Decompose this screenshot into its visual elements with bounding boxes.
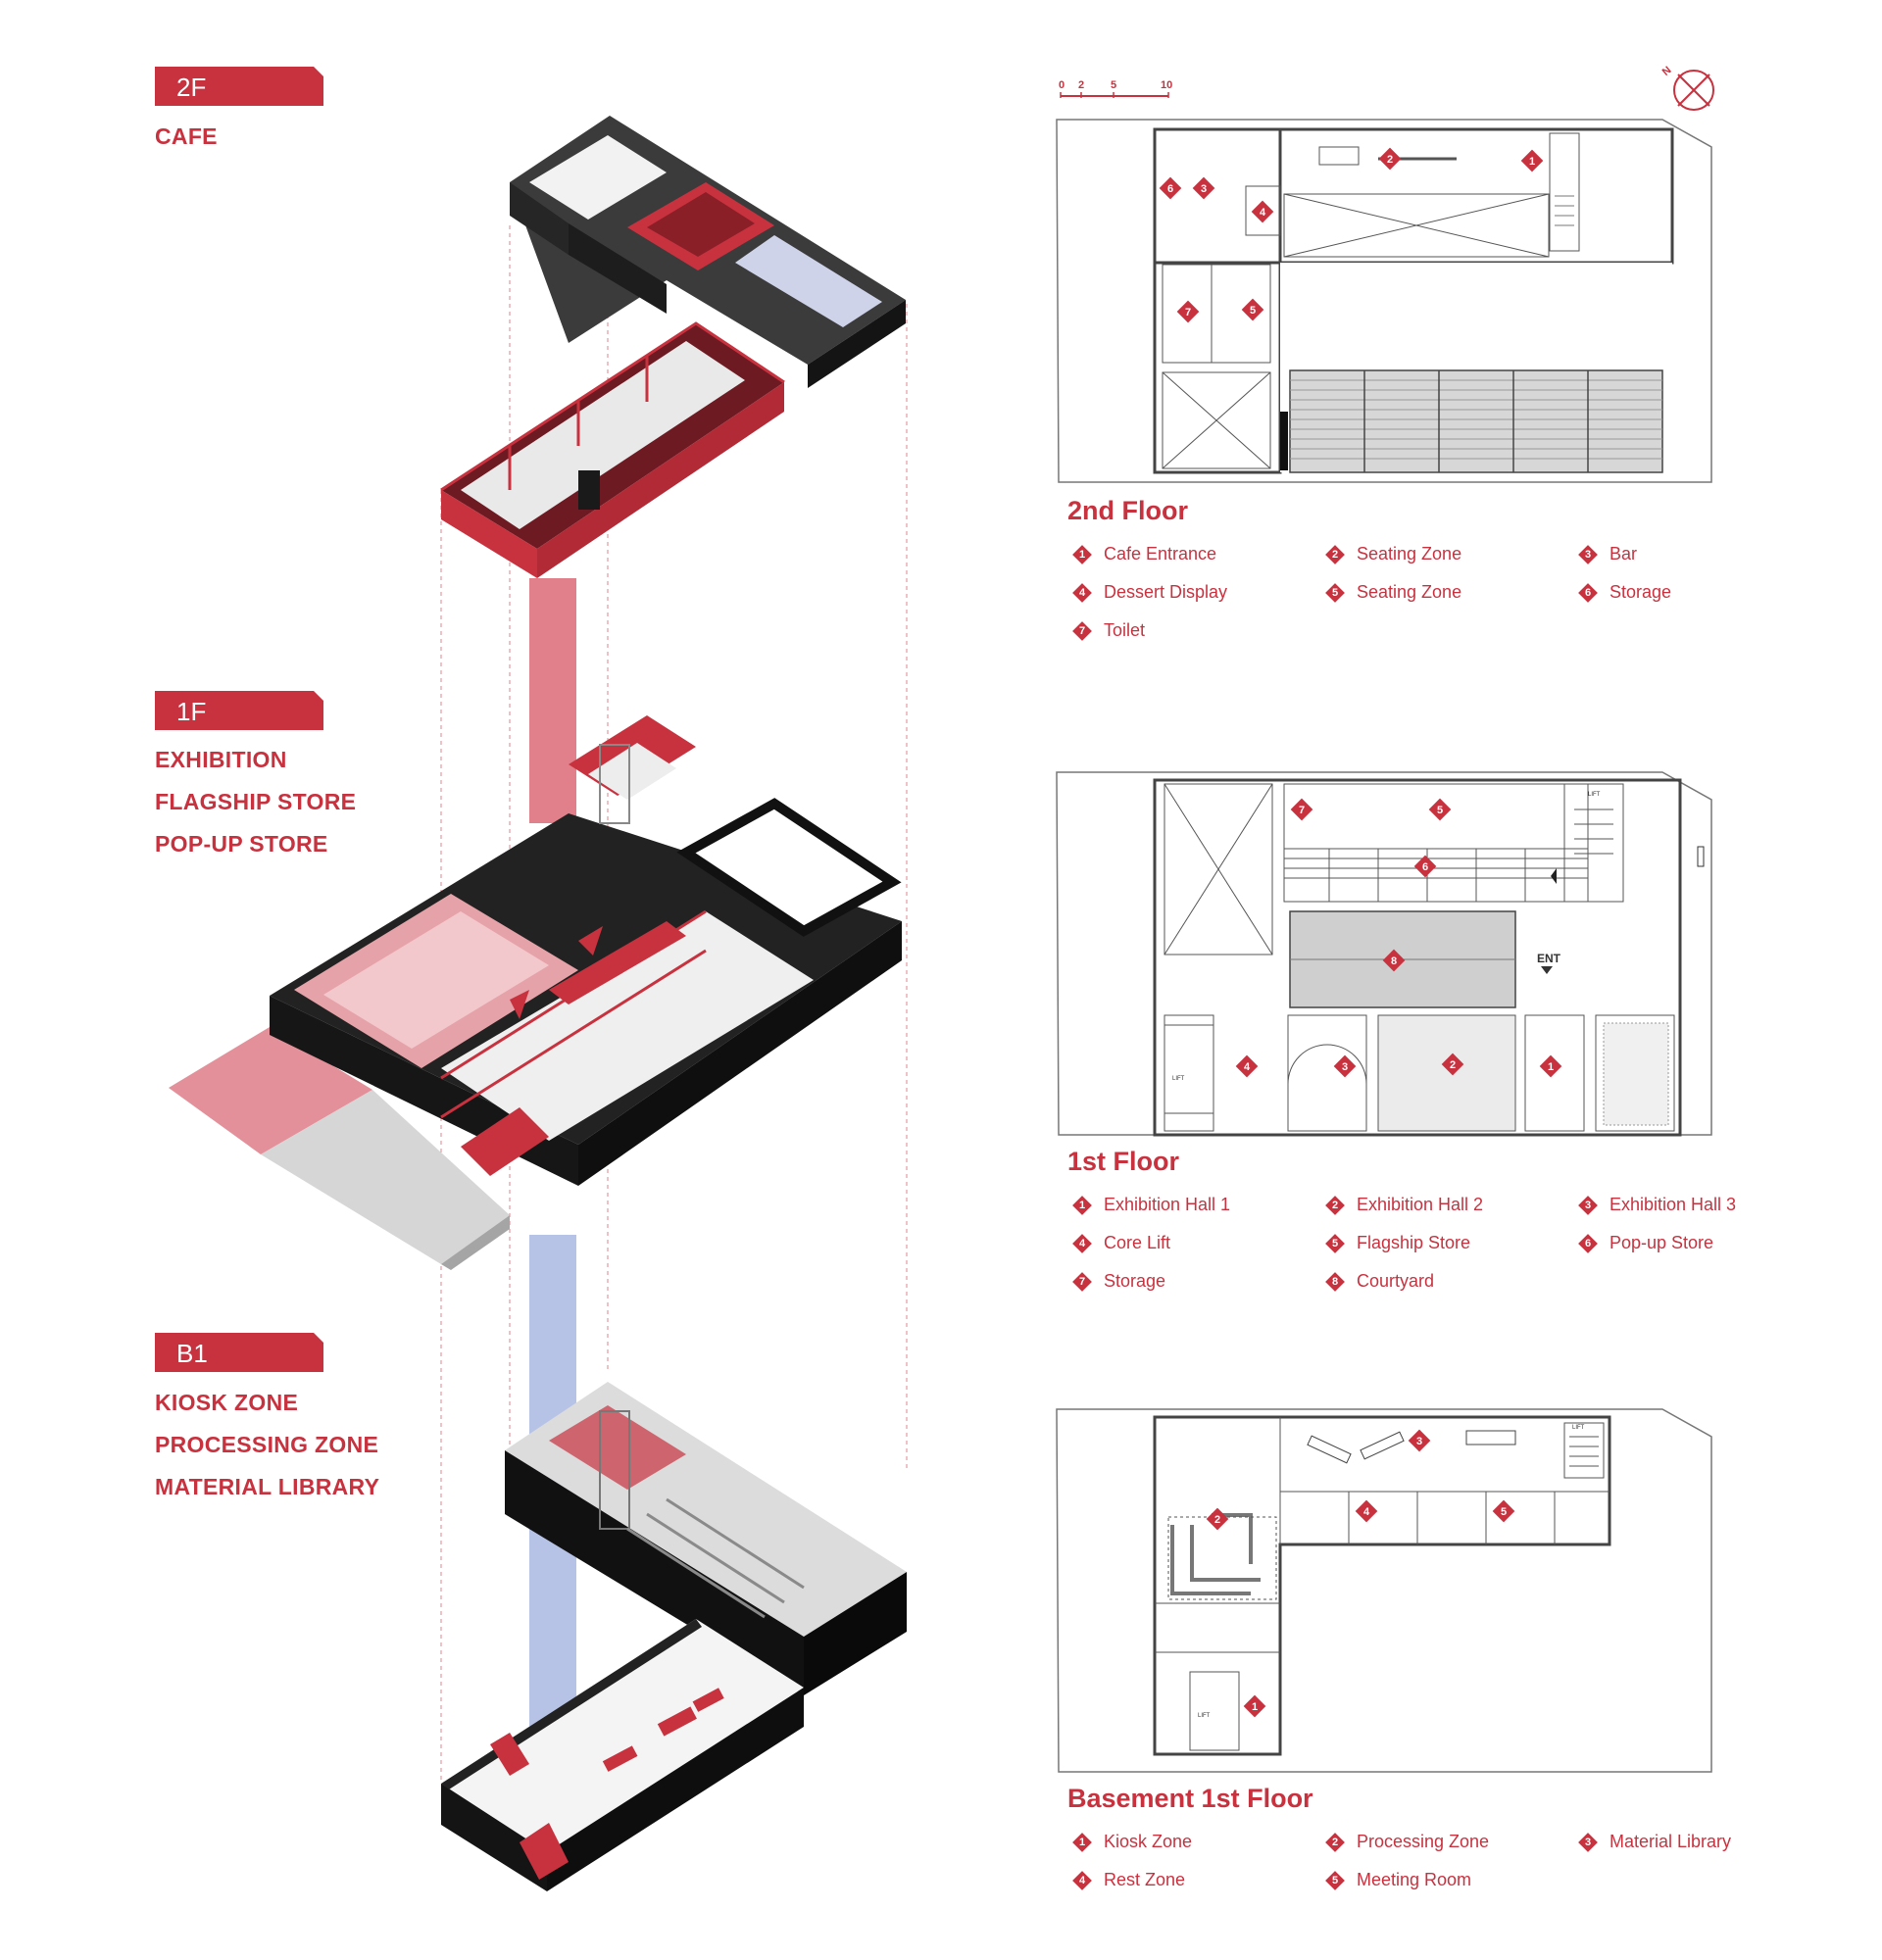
lift-label-upper: LIFT — [1572, 1425, 1585, 1431]
plan-title-2f: 2nd Floor — [1067, 496, 1188, 525]
north-arrow-icon: N — [1660, 65, 1714, 111]
floor-programs-1f: EXHIBITION FLAGSHIP STORE POP-UP STORE — [155, 747, 356, 873]
entrance-label: ENT — [1537, 952, 1561, 965]
axon-b1 — [441, 1382, 907, 1891]
plan-marker: 7 — [1185, 307, 1191, 318]
plan-marker: 8 — [1391, 956, 1397, 967]
exploded-axonometric — [169, 116, 908, 1891]
plan-marker: 3 — [1342, 1061, 1348, 1073]
floor-programs-2f: CAFE — [155, 123, 218, 166]
program-label: FLAGSHIP STORE — [155, 789, 357, 814]
floor-tag-label: 1F — [176, 697, 207, 726]
plan-marker: 1 — [1529, 156, 1535, 168]
program-label: CAFE — [155, 123, 218, 149]
axon-2f — [440, 116, 906, 578]
plan-marker: 1 — [1252, 1701, 1258, 1713]
floor-programs-b1: KIOSK ZONE PROCESSING ZONE MATERIAL LIBR… — [155, 1390, 379, 1516]
plan-marker: 4 — [1363, 1506, 1370, 1518]
plan-marker: 1 — [1548, 1061, 1554, 1073]
plan-marker: 6 — [1167, 183, 1173, 195]
lift-label-upper: LIFT — [1588, 792, 1601, 798]
scale-tick-label: 5 — [1111, 79, 1116, 91]
north-label: N — [1660, 65, 1674, 78]
scale-tick-label: 10 — [1161, 79, 1172, 91]
circulation-shaft-upper — [529, 578, 576, 823]
plan-marker: 2 — [1214, 1514, 1220, 1526]
floor-tag-2f: 2F — [155, 67, 323, 106]
floor-tag-b1: B1 — [155, 1333, 323, 1372]
scale-tick-label: 2 — [1078, 79, 1084, 91]
floor-plan-b1: LIFT LIFT 1 2 3 4 5 — [1056, 1408, 1712, 1773]
floor-plan-1f: ENT LIFT LIFT 1 2 3 4 5 6 7 8 — [1056, 771, 1712, 1137]
program-label: POP-UP STORE — [155, 831, 328, 857]
plan-marker: 7 — [1299, 805, 1305, 816]
plan-title-1f: 1st Floor — [1067, 1147, 1180, 1176]
plan-marker: 2 — [1387, 154, 1393, 166]
plan-marker: 5 — [1250, 305, 1256, 317]
plan-marker: 5 — [1501, 1506, 1507, 1518]
program-label: EXHIBITION — [155, 747, 287, 772]
plan-marker: 2 — [1450, 1059, 1456, 1071]
plan-marker: 4 — [1260, 207, 1266, 219]
plan-marker: 3 — [1416, 1436, 1422, 1447]
axon-1f — [169, 715, 902, 1270]
lift-label: LIFT — [1198, 1713, 1211, 1719]
plan-marker: 5 — [1437, 805, 1443, 816]
plan-marker: 6 — [1422, 861, 1428, 873]
plan-marker: 4 — [1244, 1061, 1251, 1073]
floor-tag-1f: 1F — [155, 691, 323, 730]
floor-tag-label: 2F — [176, 73, 207, 102]
floor-tag-label: B1 — [176, 1339, 208, 1368]
lift-label: LIFT — [1172, 1076, 1185, 1082]
program-label: MATERIAL LIBRARY — [155, 1474, 380, 1499]
plan-marker: 3 — [1201, 183, 1207, 195]
program-label: PROCESSING ZONE — [155, 1432, 379, 1457]
plan-title-b1: Basement 1st Floor — [1067, 1784, 1313, 1813]
floor-plan-2f: 1 2 3 4 5 6 7 — [1056, 119, 1712, 483]
scale-tick-label: 0 — [1059, 79, 1065, 91]
program-label: KIOSK ZONE — [155, 1390, 299, 1415]
scale-bar: 0 2 5 10 — [1059, 79, 1172, 98]
